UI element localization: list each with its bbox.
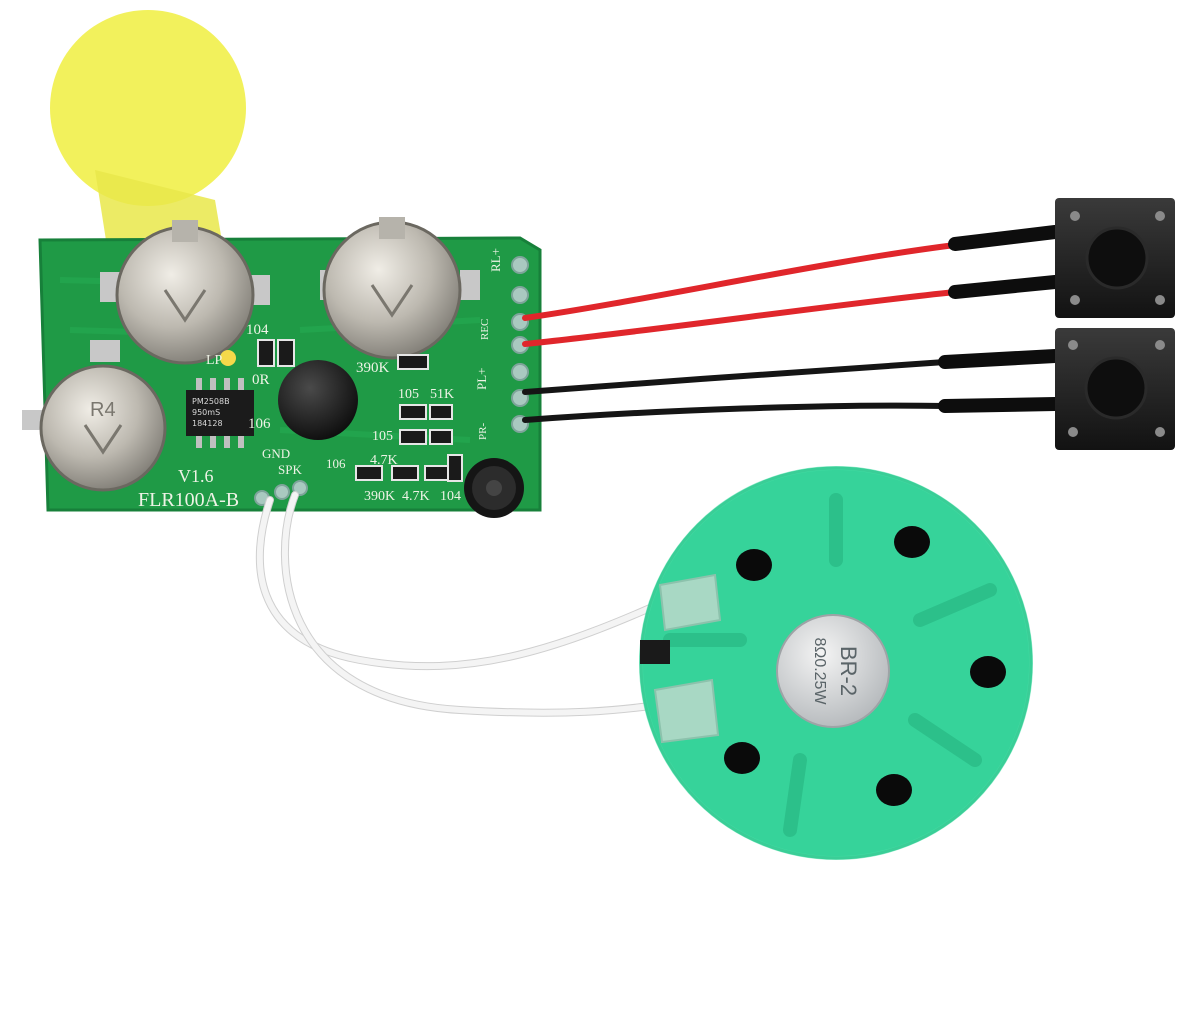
label-390k-bottom: 390K (364, 489, 395, 504)
label-51k: 51K (430, 387, 454, 402)
label-105-a: 105 (398, 387, 419, 402)
board-version: V1.6 (178, 466, 214, 486)
label-104-top: 104 (246, 322, 269, 338)
black-capacitor (278, 360, 358, 440)
label-gnd: GND (262, 446, 290, 461)
battery-mark-label: R4 (90, 399, 116, 421)
label-106-bottom: 106 (326, 456, 346, 471)
label-0r: 0R (252, 372, 270, 388)
push-button-bottom (1055, 328, 1175, 450)
chip-line-1: PM2508B (192, 397, 230, 406)
battery-top-left (100, 220, 270, 365)
heat-shrink-tubes (938, 225, 1062, 413)
speaker: BR-2 8Ω0.25W (639, 466, 1033, 860)
speaker-label-line-1: BR-2 (836, 646, 861, 696)
label-104-bottom: 104 (440, 489, 461, 504)
label-105-b: 105 (372, 429, 393, 444)
label-390k-top: 390K (356, 360, 390, 376)
label-rl-plus: RL+ (488, 248, 503, 272)
voice-chip: PM2508B 950mS 184128 (186, 378, 254, 448)
label-4-7k-a: 4.7K (370, 453, 398, 468)
speaker-solder-terminals (640, 573, 722, 744)
board-model: FLR100A-B (138, 489, 239, 511)
silkscreen-labels: 104 0R LP 390K 105 51K 105 106 4.7K 106 … (138, 248, 503, 511)
red-wires (522, 242, 958, 347)
label-pr-minus: PR- (477, 423, 489, 440)
push-button-top (1055, 198, 1175, 318)
label-lp: LP (206, 353, 223, 368)
white-speaker-wires (255, 491, 694, 717)
battery-bottom-left: R4 (22, 340, 167, 492)
speaker-label-line-2: 8Ω0.25W (811, 637, 828, 705)
black-wires (522, 359, 948, 423)
label-106-left: 106 (248, 416, 271, 432)
battery-top-right (320, 217, 480, 360)
smd-components (257, 339, 463, 482)
label-4-7k-b: 4.7K (402, 489, 430, 504)
label-spk: SPK (278, 462, 302, 477)
lp-led-pad (220, 350, 236, 366)
microphone (464, 458, 524, 518)
chip-line-2: 950mS (192, 408, 220, 417)
label-rec: REC (479, 319, 491, 340)
label-pl-plus: PL+ (474, 367, 489, 390)
speaker-magnet (776, 614, 890, 728)
chip-line-3: 184128 (192, 419, 223, 428)
